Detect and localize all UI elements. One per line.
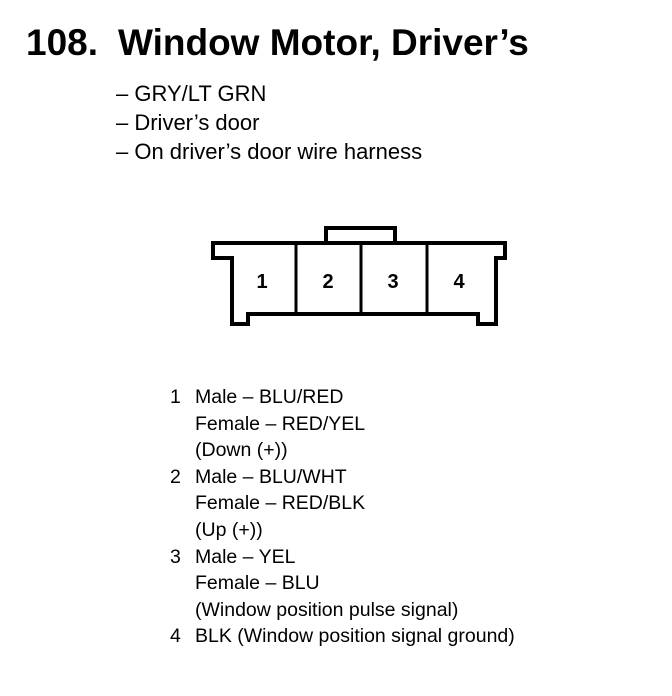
- pin-number: 1: [170, 386, 181, 408]
- pin-male-wire: Male – BLU/WHT: [195, 465, 347, 488]
- terminal-label-3: 3: [387, 271, 398, 293]
- pin-function: (Down (+)): [195, 439, 288, 462]
- connector-color: – GRY/LT GRN: [116, 81, 267, 106]
- terminal-label-1: 1: [256, 271, 267, 293]
- connector-location: – Driver’s door: [116, 110, 260, 135]
- pin-entry-3: 3 Male – YEL Female – BLU (Window positi…: [170, 544, 515, 624]
- component-number: 108.: [26, 22, 99, 63]
- pinout-list: 1 Male – BLU/RED Female – RED/YEL (Down …: [170, 384, 515, 650]
- pin-male-wire: Male – YEL: [195, 545, 296, 568]
- pin-entry-1: 1 Male – BLU/RED Female – RED/YEL (Down …: [170, 384, 515, 464]
- pin-entry-4: 4 BLK (Window position signal ground): [170, 623, 515, 650]
- connector-specs: – GRY/LT GRN – Driver’s door – On driver…: [116, 79, 422, 166]
- connector-housing: [211, 241, 507, 326]
- pin-female-wire: Female – BLU: [195, 572, 320, 595]
- connector-harness: – On driver’s door wire harness: [116, 139, 423, 164]
- page-title: 108. Window Motor, Driver’s: [26, 22, 529, 64]
- pin-entry-2: 2 Male – BLU/WHT Female – RED/BLK (Up (+…: [170, 464, 515, 544]
- pin-male-wire: Male – BLU/RED: [195, 386, 344, 408]
- pin-female-wire: Female – RED/YEL: [195, 412, 366, 435]
- component-name: Window Motor, Driver’s: [118, 22, 529, 63]
- terminal-label-2: 2: [322, 271, 333, 293]
- pin-number: 3: [170, 545, 181, 568]
- terminal-label-4: 4: [453, 271, 465, 293]
- pin-female-wire: Female – RED/BLK: [195, 492, 366, 515]
- pin-number: 2: [170, 465, 181, 488]
- pin-function: (Window position pulse signal): [195, 598, 459, 621]
- pin-wire-function: BLK (Window position signal ground): [195, 625, 515, 648]
- pin-function: (Up (+)): [195, 518, 263, 541]
- pin-number: 4: [170, 625, 181, 648]
